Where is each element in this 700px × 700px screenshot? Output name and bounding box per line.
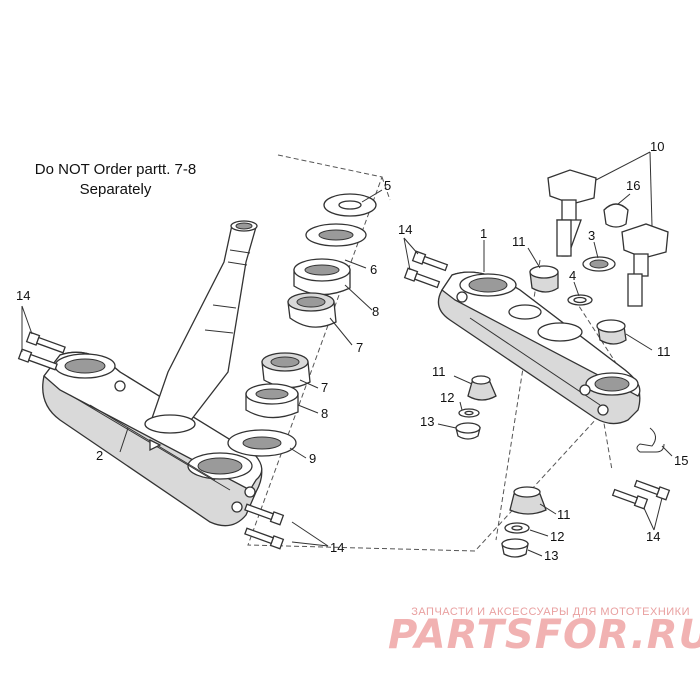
callout-leader-lines [21,151,673,557]
retaining-clip [636,427,665,453]
callout-8-bottom: 8 [321,406,328,421]
order-note-line-2: Separately [79,181,152,198]
callout-11-d: 11 [557,507,571,522]
callout-1: 1 [480,226,487,241]
callout-13-a: 13 [420,414,434,429]
order-note-line-1: Do NOT Order partt. 7-8 [34,161,197,178]
callout-8-top: 8 [372,304,379,319]
order-note: Do NOT Order partt. 7-8 Separately [8,160,223,200]
callout-11-c: 11 [432,364,446,379]
callout-7-bottom: 7 [321,380,328,395]
clamp-bolts-upper [403,250,449,289]
watermark-tagline: ЗАПЧАСТИ И АКСЕССУАРЫ ДЛЯ МОТОТЕХНИКИ [411,606,690,618]
washers-and-nuts [455,408,530,558]
callout-11-b: 11 [657,344,671,359]
callout-10: 10 [650,139,664,154]
rubber-bushings [467,265,627,515]
callout-5: 5 [384,178,391,193]
callout-14-a: 14 [16,288,30,303]
callout-14-d: 14 [646,529,660,544]
callout-9: 9 [309,451,316,466]
lower-triple-clamp [42,220,263,527]
callout-4: 4 [569,268,576,283]
callout-14-c: 14 [398,222,412,237]
clamp-bolts-left [17,331,66,371]
handlebar-risers [547,169,669,307]
callout-14-b: 14 [330,540,344,555]
callout-13-b: 13 [544,548,558,563]
callout-2: 2 [96,448,103,463]
callout-3: 3 [588,228,595,243]
steering-head-stack-top [287,193,377,328]
upper-triple-clamp [437,271,641,425]
callout-6: 6 [370,262,377,277]
callout-11-a: 11 [512,234,526,249]
callout-7-top: 7 [356,340,363,355]
clamp-bolts-bottom [244,503,285,550]
callout-15: 15 [674,453,688,468]
callout-labels: 1 2 3 4 5 6 7 8 7 8 9 10 11 11 11 11 12 … [16,139,688,563]
callout-16: 16 [626,178,640,193]
small-hardware-top [567,203,629,306]
watermark-brand: PARTSFOR.RU [388,612,700,658]
steering-head-stack-bottom [227,352,311,457]
clamp-bolts-lower-right [611,479,671,510]
callout-12-a: 12 [440,390,454,405]
callout-12-b: 12 [550,529,564,544]
